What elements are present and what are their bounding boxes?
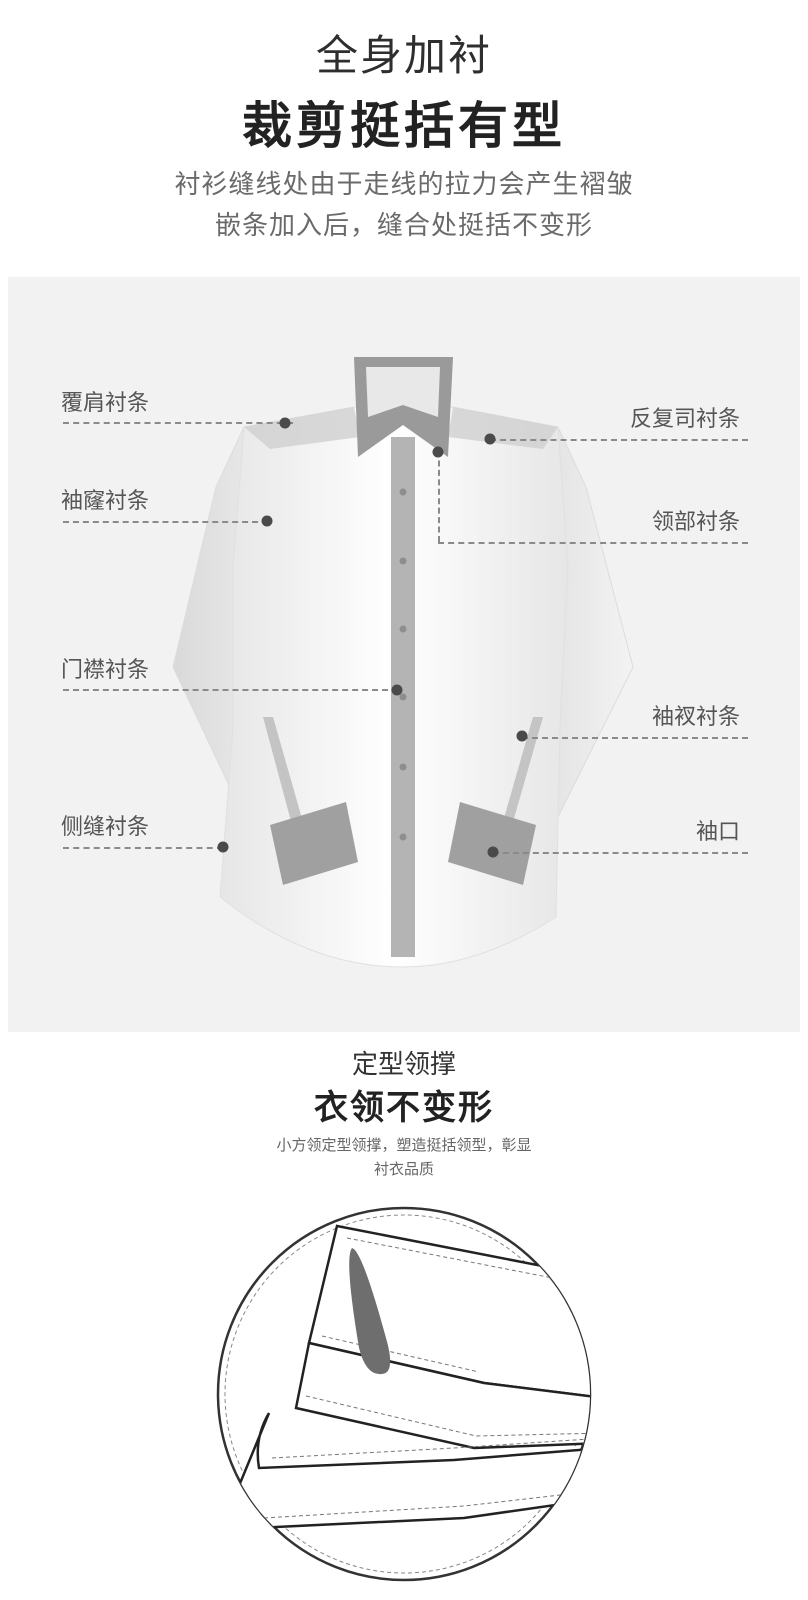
label-back-yoke-strip: 反复司衬条 xyxy=(629,407,740,432)
section-description-line-1: 小方领定型领撑，塑造挺括领型，彰显 xyxy=(276,1136,532,1154)
shirt-diagram-panel: 覆肩衬条 袖窿衬条 门襟衬条 侧缝衬条 反复司衬条 领部衬条 袖衩衬条 袖口 xyxy=(8,277,800,1032)
label-cuff: 袖口 xyxy=(695,820,740,845)
marker-dot xyxy=(279,417,291,429)
label-placket-strip: 门襟衬条 xyxy=(61,658,150,683)
section-title: 全身加衬 xyxy=(315,31,492,80)
label-shoulder-strip: 覆肩衬条 xyxy=(61,391,150,416)
left-yoke xyxy=(244,407,360,449)
section-description-line-2: 衬衣品质 xyxy=(373,1160,434,1178)
section-description-line-1: 衬衫缝线处由于走线的拉力会产生褶皱 xyxy=(174,170,634,200)
leader-line xyxy=(493,852,748,854)
marker-dot xyxy=(516,730,528,742)
leader-line xyxy=(522,737,748,739)
marker-dot xyxy=(391,684,403,696)
leader-line xyxy=(63,521,268,523)
marker-dot xyxy=(261,515,273,527)
collar-stay xyxy=(349,1248,391,1375)
collar-stay-illustration xyxy=(216,1206,592,1582)
section-description-line-2: 嵌条加入后，缝合处挺括不变形 xyxy=(214,211,593,241)
section-subtitle: 裁剪挺括有型 xyxy=(242,97,566,155)
collar-inner xyxy=(366,367,440,417)
leader-line xyxy=(63,689,398,691)
left-sleeve-placket xyxy=(263,717,303,825)
marker-dot xyxy=(217,841,229,853)
leader-line xyxy=(490,439,748,441)
label-sleeve-placket-strip: 袖衩衬条 xyxy=(651,705,740,730)
label-side-seam-strip: 侧缝衬条 xyxy=(61,815,150,840)
leader-line-vertical xyxy=(438,451,440,542)
shirt-front xyxy=(232,1412,590,1530)
marker-dot xyxy=(432,446,444,458)
marker-dot xyxy=(484,433,496,445)
marker-layer xyxy=(217,417,528,858)
label-armhole-strip: 袖窿衬条 xyxy=(61,489,150,514)
marker-dot xyxy=(487,846,499,858)
right-yoke xyxy=(448,407,558,449)
section-title: 定型领撑 xyxy=(351,1050,456,1080)
leader-line xyxy=(63,847,223,849)
label-collar-strip: 领部衬条 xyxy=(651,510,740,535)
right-sleeve-placket xyxy=(502,717,543,825)
left-cuff xyxy=(270,802,358,885)
right-cuff xyxy=(448,802,536,885)
leader-line xyxy=(438,542,748,544)
section-subtitle: 衣领不变形 xyxy=(314,1088,494,1128)
leader-line xyxy=(63,422,293,424)
